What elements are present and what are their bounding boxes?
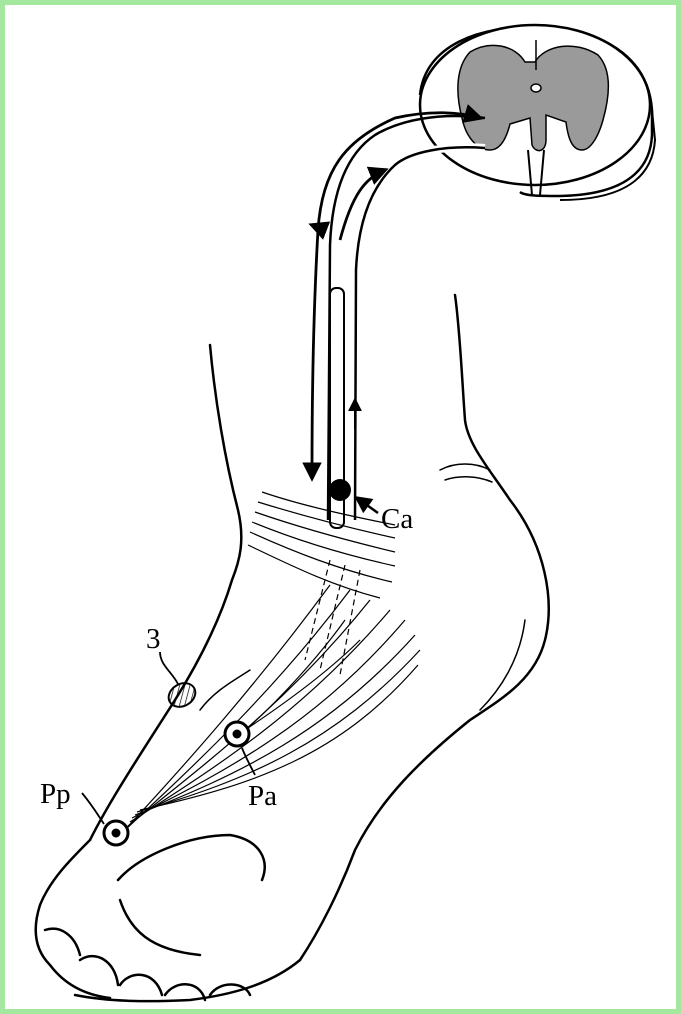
label-ca: Ca — [381, 503, 413, 535]
foot-outline — [36, 295, 549, 1001]
point-pp-leader — [82, 793, 104, 824]
point-ca-arrow — [357, 498, 378, 513]
label-pa: Pa — [248, 780, 277, 812]
point-pp-marker — [104, 821, 128, 845]
point-pa-marker — [225, 722, 249, 746]
point-ca-marker — [329, 479, 351, 501]
label-pp: Pp — [40, 778, 71, 810]
nerve-fiber — [328, 116, 485, 528]
point-3-leader — [160, 652, 178, 684]
label-3: 3 — [146, 623, 161, 655]
